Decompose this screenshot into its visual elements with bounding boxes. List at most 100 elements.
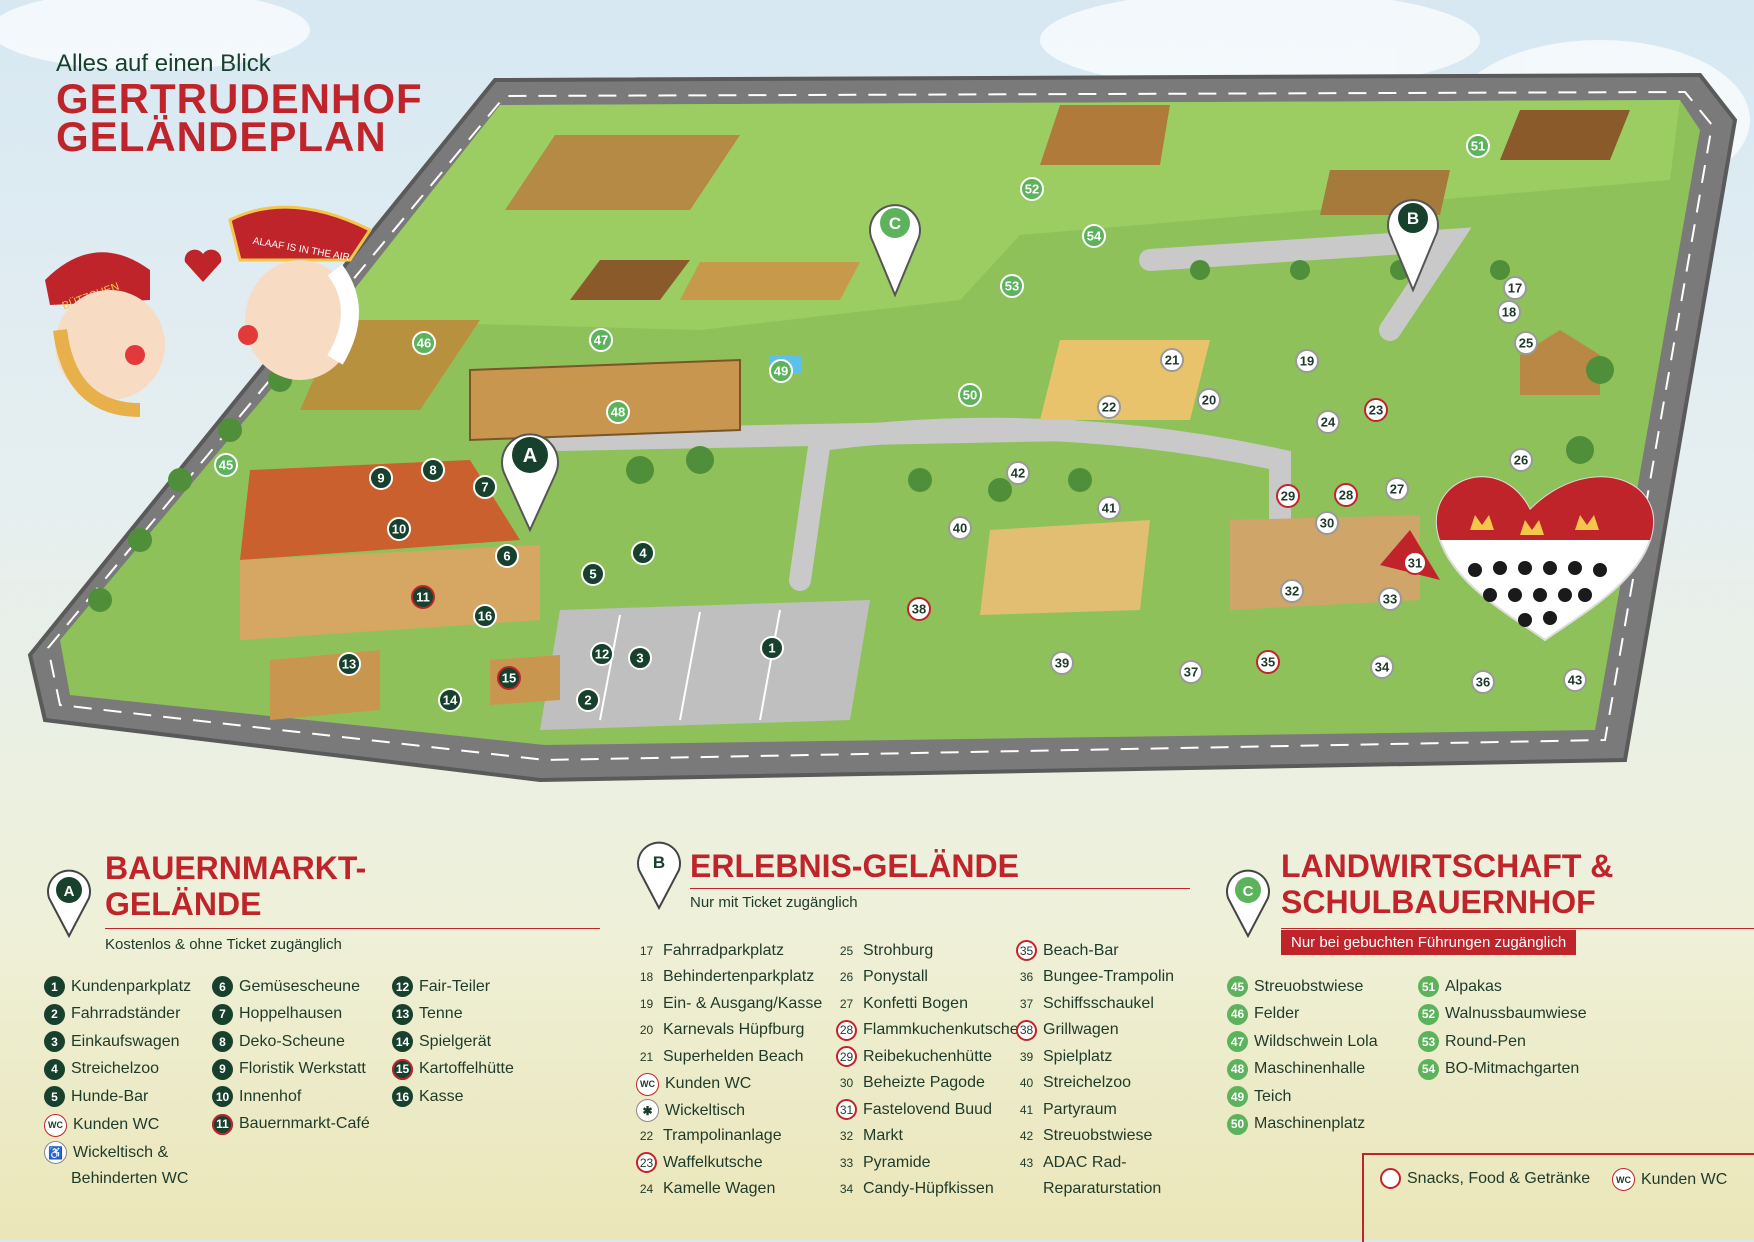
legend-label: Maschinenplatz — [1254, 1115, 1366, 1132]
zone-marker-b[interactable]: B — [1387, 199, 1439, 293]
map-pin-20[interactable]: 20 — [1197, 388, 1221, 412]
map-pin-27[interactable]: 27 — [1385, 477, 1409, 501]
map-pin-17[interactable]: 17 — [1503, 276, 1527, 300]
legend-label: Innenhof — [239, 1087, 302, 1105]
map-pin-41[interactable]: 41 — [1097, 496, 1121, 520]
map-pin-16[interactable]: 16 — [473, 604, 497, 628]
zone-marker-a[interactable]: A — [501, 433, 559, 533]
map-pin-39[interactable]: 39 — [1050, 651, 1074, 675]
map-pin-15[interactable]: 15 — [497, 666, 521, 690]
section-b-marker-label: B — [653, 853, 665, 872]
legend-item: ✱Wickeltisch — [636, 1099, 745, 1122]
legend-label: Round-Pen — [1445, 1032, 1526, 1050]
legend-badge: 35 — [1016, 940, 1037, 961]
legend-item: Behinderten WC — [44, 1169, 188, 1190]
legend-badge: ♿ — [44, 1141, 67, 1164]
map-pin-46[interactable]: 46 — [412, 331, 436, 355]
section-c-title-line1: LANDWIRTSCHAFT & — [1281, 848, 1614, 884]
map-pin-circle — [631, 541, 655, 565]
map-pin-label: 21 — [1165, 353, 1179, 368]
map-pin-26[interactable]: 26 — [1509, 448, 1533, 472]
map-pin-38[interactable]: 38 — [907, 597, 931, 621]
carnival-characters: BÜTZCHEN ALAAF IS IN THE AIR — [45, 205, 373, 417]
map-pin-33[interactable]: 33 — [1378, 587, 1402, 611]
legend-label: Beheizte Pagode — [863, 1074, 985, 1091]
section-b-subtitle: Nur mit Ticket zugänglich — [690, 894, 858, 911]
map-pin-51[interactable]: 51 — [1466, 134, 1490, 158]
legend-badge: 1 — [44, 976, 65, 997]
map-pin-40[interactable]: 40 — [948, 516, 972, 540]
map-pin-2[interactable]: 2 — [576, 688, 600, 712]
map-pin-circle — [1316, 410, 1340, 434]
map-pin-30[interactable]: 30 — [1315, 511, 1339, 535]
legend-label: Bungee-Trampolin — [1043, 968, 1175, 985]
map-pin-label: 35 — [1261, 655, 1275, 670]
legend-label: Flammkuchenkutsche — [863, 1021, 1019, 1038]
map-pin-48[interactable]: 48 — [606, 400, 630, 424]
map-pin-14[interactable]: 14 — [438, 688, 462, 712]
map-pin-36[interactable]: 36 — [1471, 670, 1495, 694]
map-pin-43[interactable]: 43 — [1563, 668, 1587, 692]
map-pin-label: 9 — [377, 471, 384, 486]
map-pin-label: 24 — [1321, 415, 1336, 430]
map-pin-12[interactable]: 12 — [590, 642, 614, 666]
map-pin-11[interactable]: 11 — [411, 585, 435, 609]
map-pin-31[interactable]: 31 — [1403, 551, 1427, 575]
map-pin-49[interactable]: 49 — [769, 359, 793, 383]
map-pin-circle — [497, 666, 521, 690]
map-pin-label: 30 — [1320, 516, 1334, 531]
map-pin-35[interactable]: 35 — [1256, 650, 1280, 674]
map-pin-54[interactable]: 54 — [1082, 224, 1106, 248]
map-pin-52[interactable]: 52 — [1020, 177, 1044, 201]
map-pin-8[interactable]: 8 — [421, 458, 445, 482]
legend-label: Ein- & Ausgang/Kasse — [663, 994, 823, 1012]
map-pin-18[interactable]: 18 — [1497, 300, 1521, 324]
map-pin-22[interactable]: 22 — [1097, 395, 1121, 419]
map-pin-23[interactable]: 23 — [1364, 398, 1388, 422]
zone-marker-c[interactable]: C — [869, 204, 921, 298]
map-pin-circle — [1514, 331, 1538, 355]
map-pin-5[interactable]: 5 — [581, 562, 605, 586]
legend-badge: 2 — [44, 1003, 65, 1025]
map-pin-4[interactable]: 4 — [631, 541, 655, 565]
legend-badge: 29 — [836, 1046, 857, 1067]
legend-badge: 13 — [392, 1003, 413, 1025]
page-title-line1: GERTRUDENHOF — [56, 75, 423, 122]
section-a-title-line1: BAUERNMARKT- — [105, 850, 367, 886]
legend-item: Snacks, Food & Getränke — [1380, 1168, 1590, 1189]
legend-label: Fastelovend Buud — [863, 1100, 992, 1118]
map-pin-7[interactable]: 7 — [473, 475, 497, 499]
map-pin-3[interactable]: 3 — [628, 646, 652, 670]
map-pin-21[interactable]: 21 — [1160, 348, 1184, 372]
map-pin-circle — [473, 475, 497, 499]
map-pin-label: 1 — [768, 641, 775, 656]
map-pin-25[interactable]: 25 — [1514, 331, 1538, 355]
map-pin-29[interactable]: 29 — [1276, 484, 1300, 508]
legend-label: Behinderten WC — [71, 1170, 189, 1187]
map-pin-45[interactable]: 45 — [214, 453, 238, 477]
map-pin-9[interactable]: 9 — [369, 466, 393, 490]
map-pin-10[interactable]: 10 — [387, 517, 411, 541]
legend-label: Bauernmarkt-Café — [239, 1115, 370, 1132]
legend-badge: 22 — [639, 1129, 654, 1143]
map-pin-32[interactable]: 32 — [1280, 579, 1304, 603]
legend-label: Teich — [1254, 1087, 1292, 1105]
map-pin-28[interactable]: 28 — [1334, 483, 1358, 507]
map-pin-34[interactable]: 34 — [1370, 655, 1394, 679]
map-pin-50[interactable]: 50 — [958, 383, 982, 407]
map-pin-1[interactable]: 1 — [760, 636, 784, 660]
map-pin-19[interactable]: 19 — [1295, 349, 1319, 373]
map-pin-6[interactable]: 6 — [495, 544, 519, 568]
legend-label: Kasse — [419, 1087, 464, 1105]
map-pin-53[interactable]: 53 — [1000, 274, 1024, 298]
map-pin-47[interactable]: 47 — [589, 328, 613, 352]
legend-badge: 54 — [1418, 1058, 1439, 1080]
map-pin-24[interactable]: 24 — [1316, 410, 1340, 434]
map-pin-13[interactable]: 13 — [337, 652, 361, 676]
map-pin-42[interactable]: 42 — [1006, 461, 1030, 485]
map-pin-37[interactable]: 37 — [1179, 660, 1203, 684]
